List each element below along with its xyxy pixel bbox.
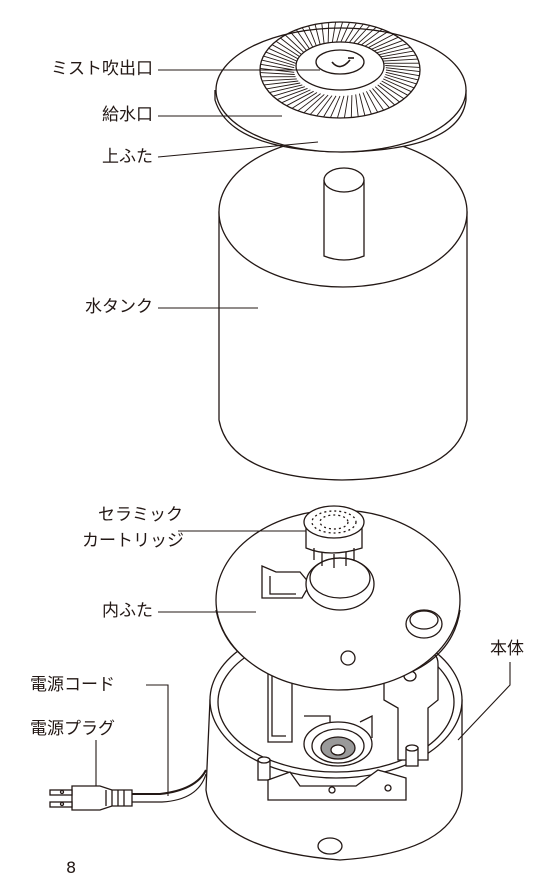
top-lid-drawing xyxy=(215,22,466,152)
label-main-body: 本体 xyxy=(490,638,524,660)
label-mist-outlet: ミスト吹出口 xyxy=(51,58,153,80)
page-number: 8 xyxy=(66,858,76,877)
leader-main-body xyxy=(458,662,510,740)
power-plug-drawing xyxy=(50,786,132,810)
power-cord-drawing xyxy=(132,770,206,802)
label-ceramic-cartridge-line2: カートリッジ xyxy=(82,530,184,552)
label-inner-lid: 内ふた xyxy=(102,600,153,622)
label-water-tank: 水タンク xyxy=(85,296,153,318)
louver-fin xyxy=(328,23,329,45)
label-water-inlet: 給水口 xyxy=(102,104,153,126)
leader-power-cord xyxy=(146,685,168,796)
louver-fin xyxy=(351,95,352,117)
label-power-plug: 電源プラグ xyxy=(30,718,115,740)
label-power-cord: 電源コード xyxy=(30,674,115,696)
label-top-lid: 上ふた xyxy=(102,146,153,168)
label-ceramic-cartridge-line1: セラミック xyxy=(98,504,183,526)
